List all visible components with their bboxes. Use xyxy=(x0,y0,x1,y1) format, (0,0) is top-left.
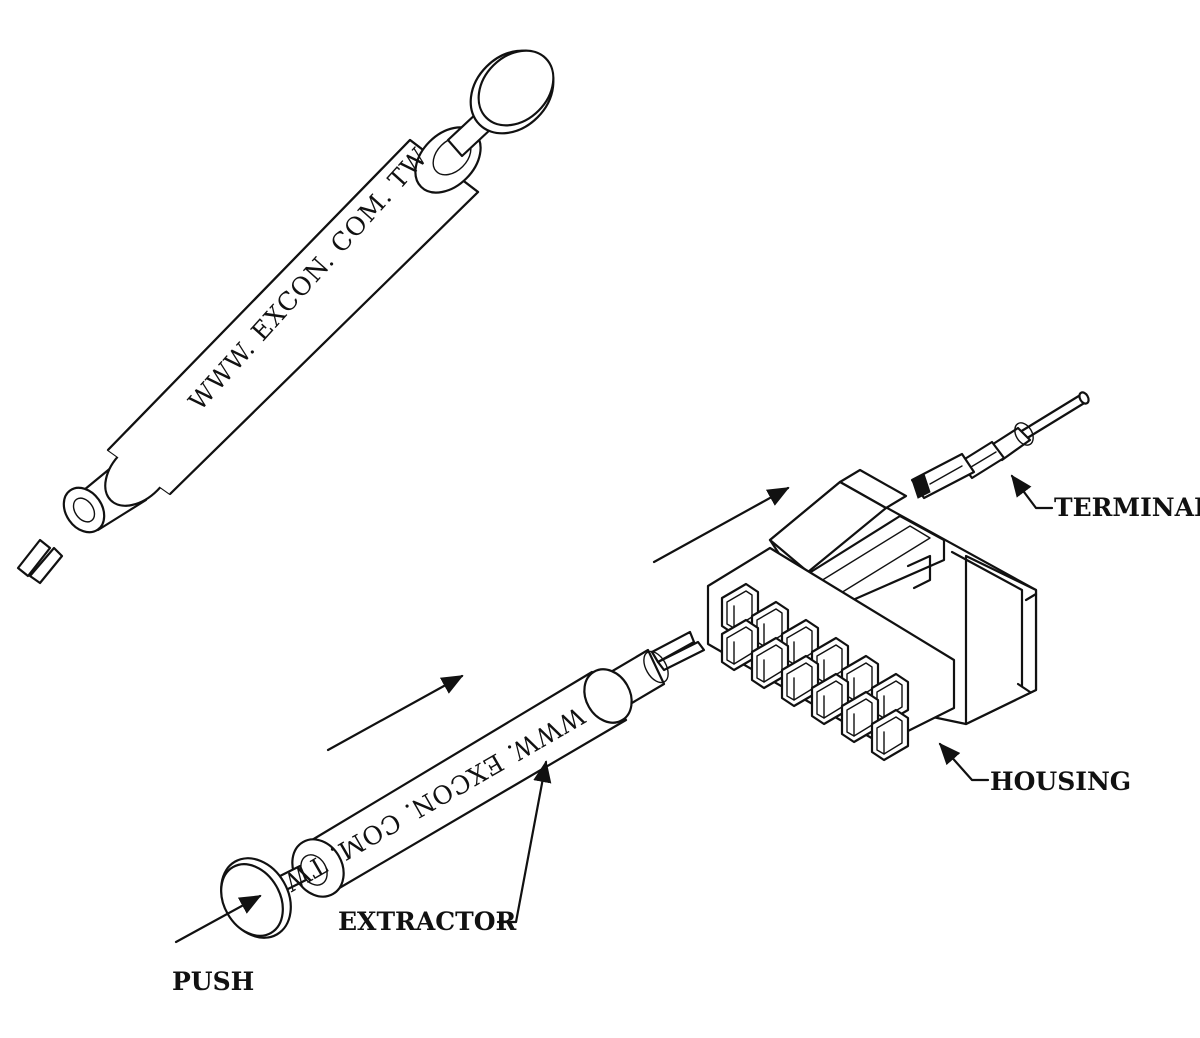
housing-cavities xyxy=(720,582,910,762)
label-terminal: TERMINAL xyxy=(1054,493,1200,522)
lower-tool-engraving: WWW. EXCON. COM. TW xyxy=(278,701,589,897)
housing-cavity xyxy=(870,708,910,762)
upper-extractor-tool: WWW. EXCON. COM. TW xyxy=(16,49,555,585)
label-extractor: EXTRACTOR xyxy=(338,907,517,936)
upper-tool-plunger xyxy=(446,49,555,158)
upper-tool-fork-tips xyxy=(16,538,64,585)
upper-motion-arrow xyxy=(652,486,790,564)
upper-tool-barrel xyxy=(104,126,482,507)
terminal-pin xyxy=(910,391,1090,500)
label-push: PUSH xyxy=(172,967,254,996)
upper-tool-engraving: WWW. EXCON. COM. TW xyxy=(183,142,434,416)
connector-housing xyxy=(706,468,1038,762)
motion-arrows xyxy=(174,486,790,944)
terminal-leader xyxy=(1010,474,1054,510)
leader-lines xyxy=(496,474,1054,924)
push-arrow xyxy=(174,894,262,944)
lower-motion-arrow xyxy=(326,674,464,752)
housing-leader xyxy=(938,742,990,782)
label-housing: HOUSING xyxy=(990,767,1131,796)
lower-tool-fork-tips xyxy=(650,630,706,672)
lower-tool-barrel xyxy=(291,668,633,898)
extractor-leader xyxy=(496,760,552,924)
